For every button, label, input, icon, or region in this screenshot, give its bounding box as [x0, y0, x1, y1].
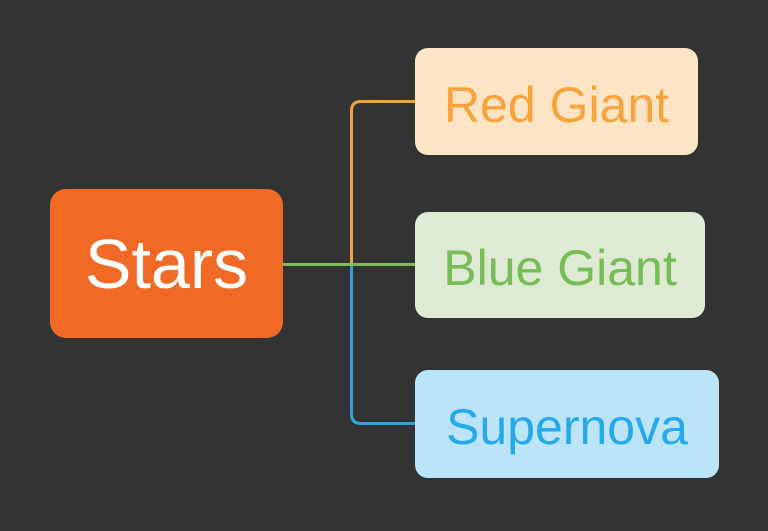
node-red-giant-label: Red Giant — [443, 76, 670, 133]
node-supernova-label: Supernova — [446, 399, 688, 455]
connector-supernova — [350, 264, 415, 425]
node-stars-label: Stars — [84, 224, 249, 303]
node-stars[interactable]: Stars — [50, 189, 283, 338]
node-blue-giant[interactable]: Blue Giant — [415, 212, 705, 318]
node-red-giant[interactable]: Red Giant — [415, 48, 698, 155]
node-supernova[interactable]: Supernova — [415, 370, 719, 478]
connector-red-giant — [350, 100, 415, 264]
node-blue-giant-label: Blue Giant — [443, 240, 677, 296]
